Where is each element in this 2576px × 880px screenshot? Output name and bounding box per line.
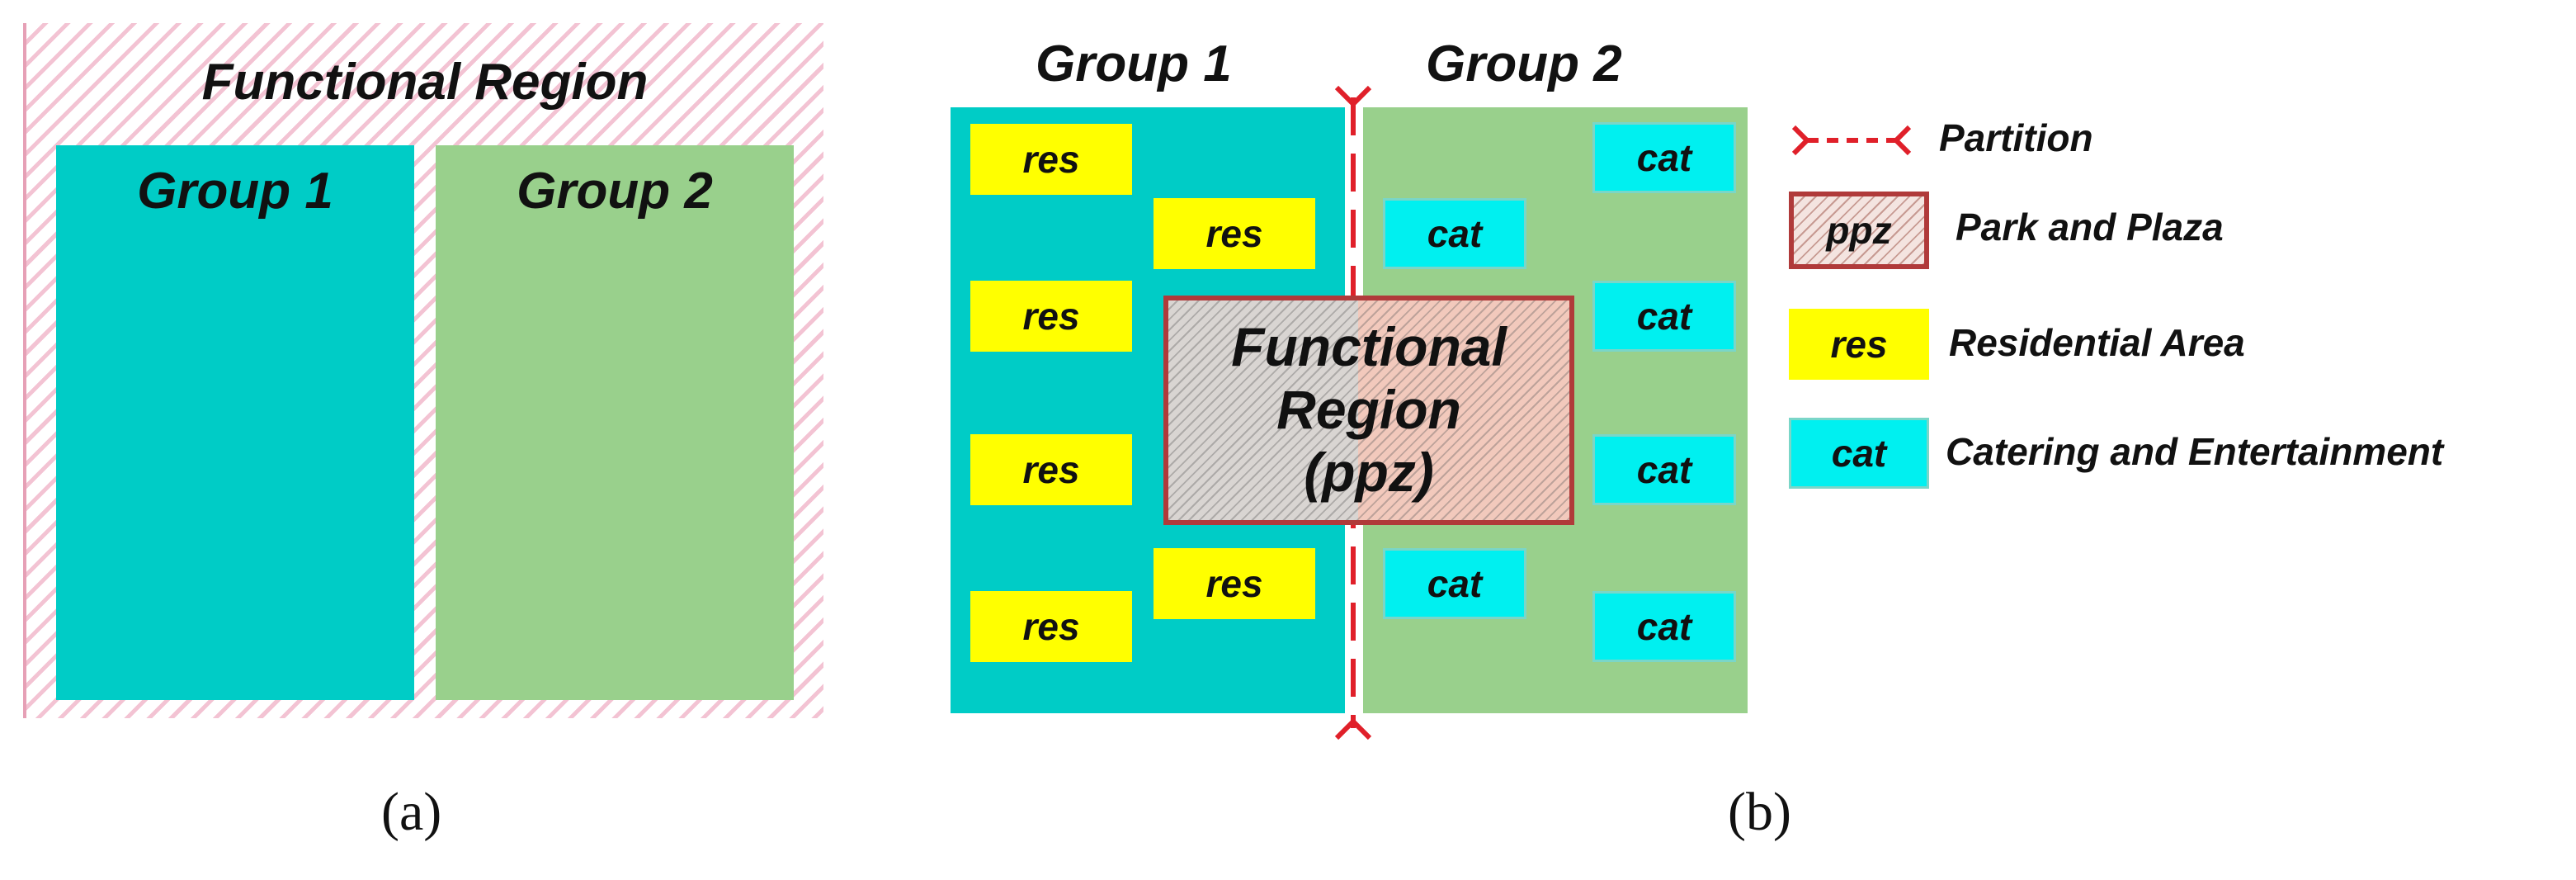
legend-cat-label: Catering and Entertainment	[1946, 430, 2444, 473]
res-box: res	[1154, 548, 1315, 619]
res-box: res	[970, 434, 1132, 505]
legend-cat-swatch: cat	[1789, 418, 1929, 489]
legend-res-swatch: res	[1789, 309, 1929, 380]
legend-ppz-swatch: ppz	[1789, 192, 1929, 269]
legend-res-label: Residential Area	[1949, 321, 2245, 364]
cat-box: cat	[1383, 198, 1526, 269]
res-box: res	[970, 281, 1132, 352]
res-box: res	[1154, 198, 1315, 269]
caption-b: (b)	[1728, 782, 1791, 842]
cat-box: cat	[1592, 591, 1736, 662]
cat-box: cat	[1592, 434, 1736, 505]
cat-box: cat	[1383, 548, 1526, 619]
group2-area-a: Group 2	[436, 145, 794, 700]
group1-label-a: Group 1	[137, 163, 333, 220]
res-box: res	[970, 591, 1132, 662]
group1-heading-b: Group 1	[1036, 35, 1232, 92]
functional-region-title: Functional Region	[201, 54, 649, 111]
functional-region-ppz-label: Functional Region (ppz)	[1231, 316, 1507, 503]
cat-box: cat	[1592, 281, 1736, 352]
res-box: res	[970, 124, 1132, 195]
functional-region-ppz: Functional Region (ppz)	[1163, 296, 1574, 525]
caption-a: (a)	[381, 782, 442, 842]
group2-heading-b: Group 2	[1426, 35, 1622, 92]
cat-box: cat	[1592, 122, 1736, 193]
legend-ppz-label: Park and Plaza	[1956, 206, 2224, 248]
group2-label-a: Group 2	[517, 163, 713, 220]
group1-area-a: Group 1	[56, 145, 414, 700]
functional-region-a: Functional Region Group 1 Group 2	[23, 23, 823, 718]
partition-legend-icon	[1791, 125, 1912, 156]
legend-partition-label: Partition	[1939, 116, 2093, 159]
